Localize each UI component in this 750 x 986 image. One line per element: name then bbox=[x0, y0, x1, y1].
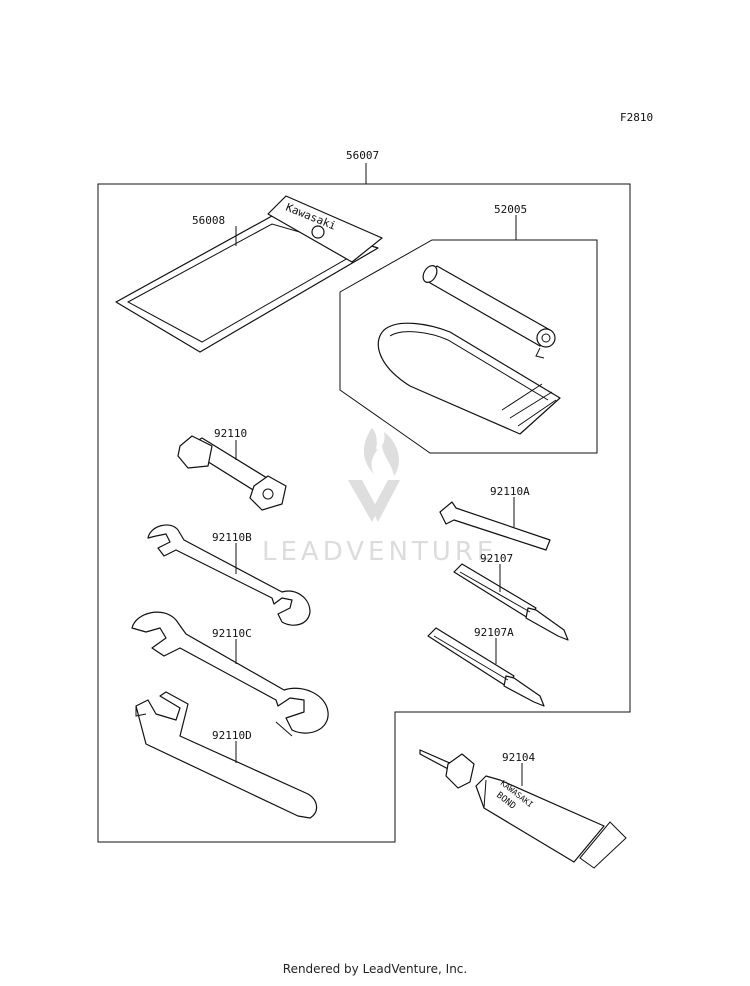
screwdriver bbox=[453, 563, 569, 641]
hook-spanner bbox=[135, 691, 318, 819]
screwdriver-a bbox=[427, 627, 545, 707]
leadventure-watermark: LEADVENTURE bbox=[262, 428, 497, 567]
pump-bag bbox=[377, 322, 561, 435]
callout-92110C: 92110C bbox=[212, 627, 252, 640]
callout-92104: 92104 bbox=[502, 751, 535, 764]
callout-92110B: 92110B bbox=[212, 531, 252, 544]
hex-key bbox=[439, 501, 551, 551]
callout-92110: 92110 bbox=[214, 427, 247, 440]
box-wrench bbox=[177, 435, 287, 511]
callout-92107A: 92107A bbox=[474, 626, 514, 639]
callout-56007: 56007 bbox=[346, 149, 379, 162]
kit-outline bbox=[97, 183, 631, 843]
open-wrench-c bbox=[131, 611, 329, 737]
callout-92110A: 92110A bbox=[490, 485, 530, 498]
pump-kit-outline bbox=[339, 239, 598, 454]
watermark-text: LEADVENTURE bbox=[262, 537, 497, 567]
diagram-code: F2810 bbox=[620, 111, 653, 124]
callout-52005: 52005 bbox=[494, 203, 527, 216]
tool-pouch: Kawasaki bbox=[115, 195, 383, 353]
callout-56008: 56008 bbox=[192, 214, 225, 227]
callout-92107: 92107 bbox=[480, 552, 513, 565]
tire-pump bbox=[422, 265, 556, 359]
bond-tube: KAWASAKI BOND bbox=[419, 749, 627, 869]
callout-92110D: 92110D bbox=[212, 729, 252, 742]
render-credit: Rendered by LeadVenture, Inc. bbox=[282, 962, 468, 976]
open-wrench-b bbox=[147, 524, 311, 626]
